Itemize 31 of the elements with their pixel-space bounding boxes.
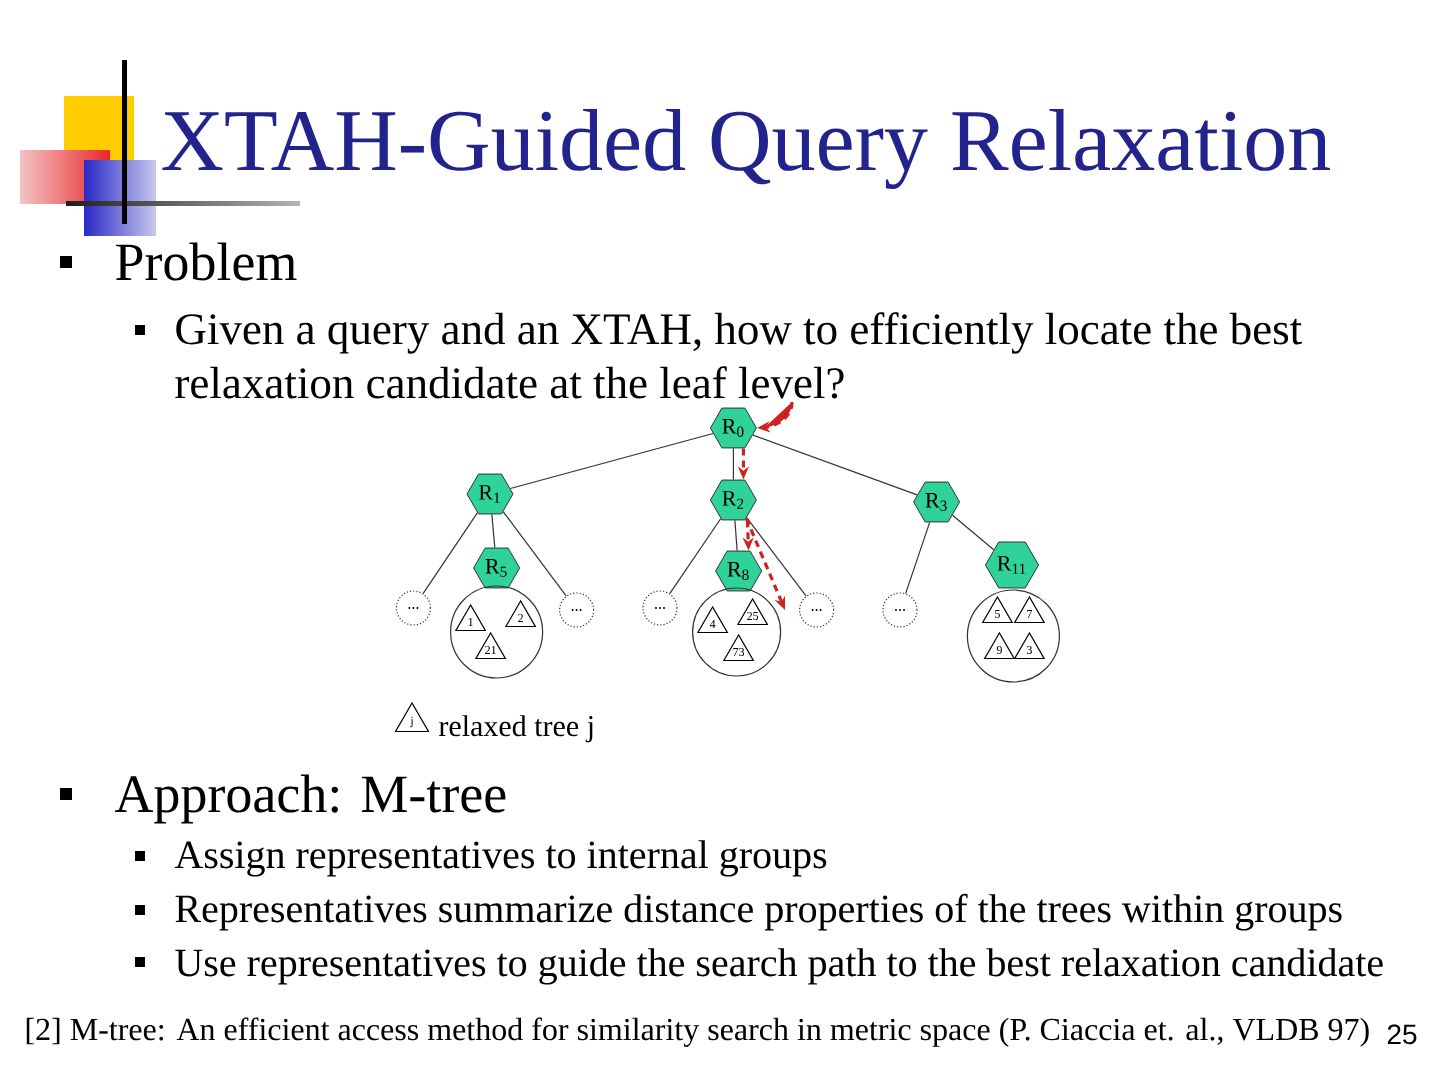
connector-line	[509, 432, 714, 490]
connector-line	[951, 514, 995, 551]
legend-text: relaxed tree j	[439, 715, 593, 743]
heading: Problem	[116, 242, 297, 281]
hexagon-node: R$_{8}$	[715, 550, 763, 592]
circle	[450, 585, 544, 679]
connector-line	[422, 512, 478, 594]
connector-line	[734, 519, 738, 552]
hexagon-node: R$_{1}$	[466, 473, 514, 515]
bullet-text: Representatives summarize distance properties of the trees within groups	[175, 893, 1342, 931]
circle	[966, 589, 1060, 683]
hexagon-node: R$_{2}$	[709, 479, 757, 521]
heading: Approach: M-tree	[114, 774, 506, 824]
connector-line	[502, 511, 567, 597]
title: XTAH-Guided Query Relaxation	[162, 108, 1330, 189]
circle	[692, 587, 782, 677]
connector-line	[746, 517, 807, 597]
connector-line	[491, 513, 496, 549]
hexagon-node: R$_{0}$	[709, 407, 757, 449]
footnote: [2] M-tree: An efficient access method for similarity search in metric space (P. Ciaccia et. al., VLDB 97)	[26, 1017, 1369, 1047]
page-number: 25	[1387, 1024, 1417, 1045]
bullet-text: Use representatives to guide the search path to the best relaxation candidate	[175, 948, 1383, 985]
connector-line	[752, 434, 918, 496]
connector-line	[905, 521, 931, 594]
connector-line	[732, 447, 734, 481]
paragraph: Given a query and an XTAH, how to efficiently locate the best relaxation candidate at the leaf level?	[175, 312, 1302, 399]
hexagon-node: R$_{3}$	[913, 481, 961, 523]
hexagon-node: R$_{5}$	[473, 547, 521, 589]
connector-line	[669, 518, 722, 595]
bullet-text: Assign representatives to internal groups	[174, 840, 827, 877]
hexagon-node: R$_{11}$	[985, 541, 1040, 589]
